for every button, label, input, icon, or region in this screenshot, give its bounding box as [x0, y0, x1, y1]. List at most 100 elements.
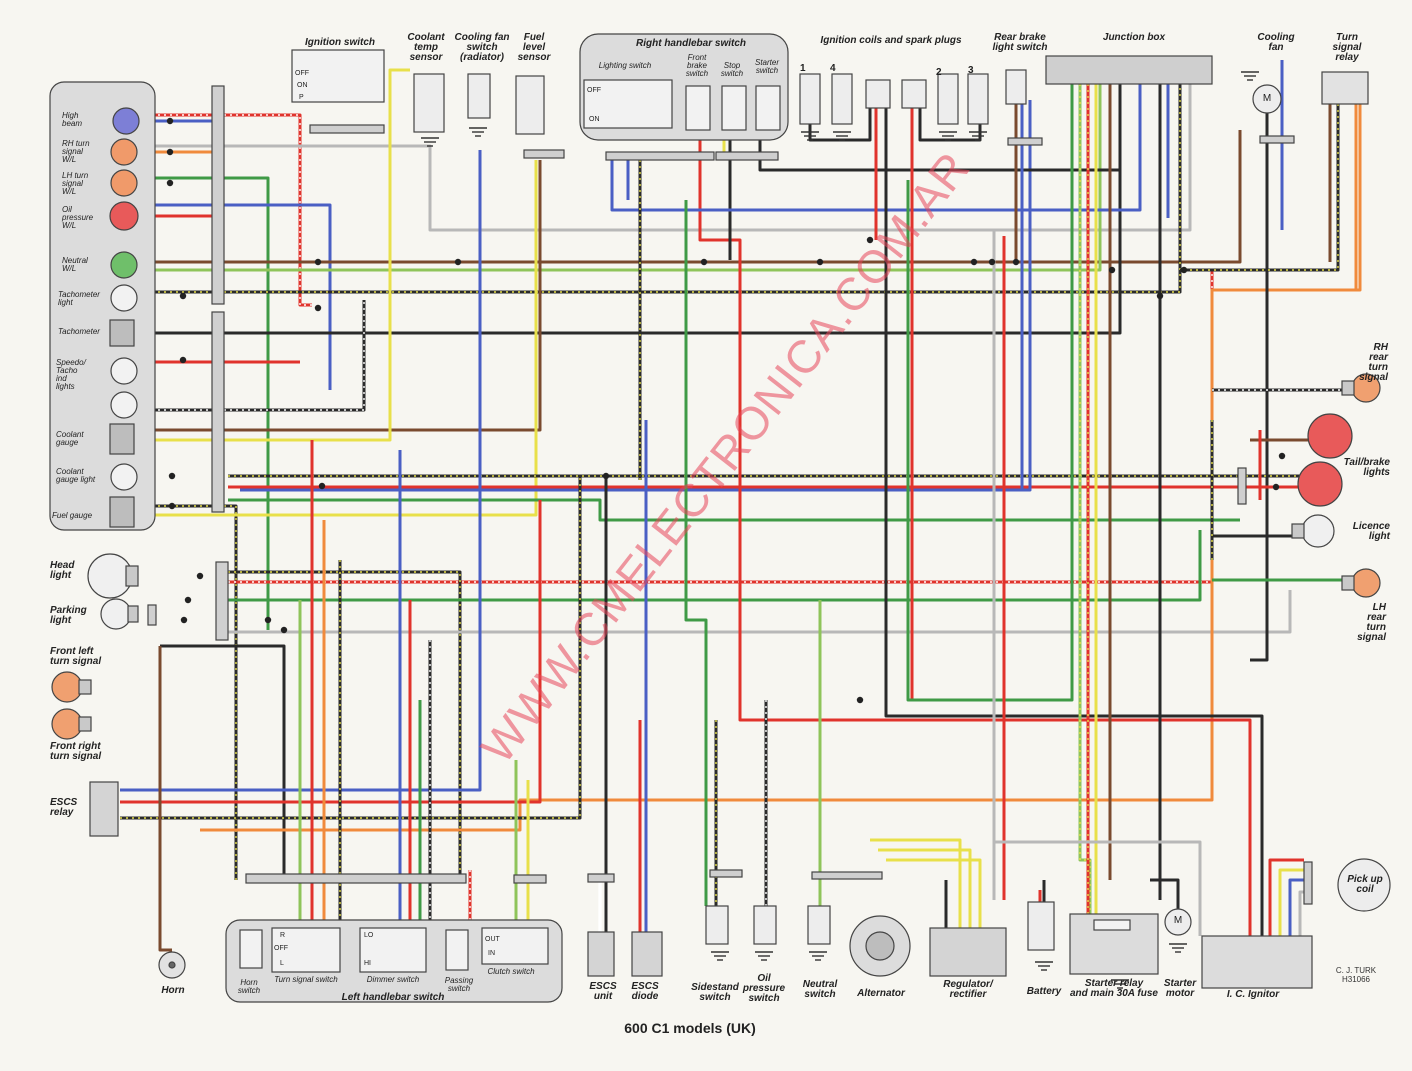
coolant-gauge-unit	[109, 423, 135, 455]
neutral-connector	[811, 871, 883, 880]
wire-grey-3	[140, 72, 1192, 232]
label-dim-lo: LO	[364, 932, 374, 939]
wire-black-42	[884, 108, 1264, 936]
wire-yellow-89	[886, 858, 982, 928]
label-ign-p: P	[299, 94, 304, 101]
junction-dot	[856, 696, 864, 704]
artist-credit: C. J. TURK H31066	[1335, 966, 1377, 984]
ignition-coil-2	[937, 73, 959, 125]
junction-dot	[1180, 266, 1188, 274]
coolant-temp-sensor-body	[413, 73, 445, 133]
wire-orange-27	[200, 104, 1362, 832]
horn-center	[168, 961, 176, 969]
label-alternator: Alternator	[857, 988, 905, 999]
licence-light-bulb	[1301, 514, 1335, 548]
junction-dot	[179, 292, 187, 300]
licence-light-cap	[1291, 523, 1305, 539]
wire-black-56	[1180, 104, 1340, 272]
label-escs-diode: ESCS diode	[631, 981, 659, 1002]
wire-tracer-white-1	[140, 114, 312, 306]
escs-unit-body	[587, 931, 615, 977]
wire-brown-8	[140, 130, 1242, 264]
label-left-handlebar-switch: Left handlebar switch	[341, 992, 445, 1003]
junction-dot	[179, 356, 187, 364]
label-dim-hi: HI	[364, 960, 371, 967]
junction-dot	[314, 304, 322, 312]
wire-grey-94	[994, 840, 1202, 936]
front-right-turn-cap	[78, 716, 92, 732]
label-coil-1: 1	[800, 63, 806, 74]
dimmer-switch-box	[359, 927, 427, 973]
speedo-light-bulb-2	[110, 391, 138, 419]
ignition-coil-3	[967, 73, 989, 125]
cooling-fan-switch-body	[467, 73, 491, 119]
label-rh-rear-turn: RH rear turn signal	[1359, 342, 1388, 383]
sidestand-switch-body	[705, 905, 729, 945]
junction-dot	[970, 258, 978, 266]
wire-grey-98	[1298, 890, 1304, 936]
label-turn-r: R	[280, 932, 286, 939]
label-clutch-switch: Clutch switch	[487, 967, 535, 976]
junction-dot	[184, 596, 192, 604]
starter-motor-body	[1164, 908, 1192, 936]
escs-relay-box	[89, 781, 119, 837]
wire-brown-67	[158, 646, 172, 952]
label-high-beam: High beam	[62, 111, 83, 128]
escs-diode-body	[631, 931, 663, 977]
cooling-fan-connector	[1259, 135, 1295, 144]
ignition-coil-connector-b	[901, 79, 927, 109]
junction-dot	[280, 626, 288, 634]
right-switch-connector-2	[715, 151, 779, 161]
wire-brown-14	[140, 160, 542, 432]
parking-light-bulb	[100, 598, 132, 630]
ignition-coil-4	[831, 73, 853, 125]
fuel-level-connector	[523, 149, 565, 159]
junction-dot	[1278, 452, 1286, 460]
wire-red-31	[698, 130, 1252, 940]
wire-green-84	[684, 200, 708, 906]
label-head-light: Head light	[50, 560, 75, 581]
headlight-connector	[215, 561, 229, 641]
label-parking-light: Parking light	[50, 605, 87, 626]
lh-rear-turn-cap	[1341, 575, 1355, 591]
label-coil-3: 3	[968, 65, 974, 76]
junction-dot	[1272, 483, 1280, 491]
wire-layer	[120, 60, 1362, 970]
turn-signal-relay-body	[1321, 71, 1369, 105]
label-regulator-rectifier: Regulator/ rectifier	[943, 979, 993, 1000]
wire-red-29	[120, 500, 542, 804]
junction-dot	[180, 616, 188, 624]
wire-red-1	[140, 113, 312, 307]
ic-ignitor-body	[1201, 935, 1313, 989]
label-tachometer: Tachometer	[58, 327, 100, 336]
label-coolant-temp-sensor: Coolant temp sensor	[407, 32, 445, 63]
clutch-switch-box	[481, 927, 549, 965]
wire-green-46	[906, 84, 1074, 702]
wire-black-93	[1150, 878, 1180, 909]
junction-dot	[602, 472, 610, 480]
label-fuel-level-sensor: Fuel level sensor	[517, 32, 551, 63]
junction-dot	[166, 179, 174, 187]
tail-brake-bulb-lower	[1297, 461, 1343, 507]
label-neutral-wl: Neutral W/L	[62, 256, 88, 273]
passing-switch-box	[445, 929, 469, 971]
label-front-right-turn: Front right turn signal	[50, 741, 102, 762]
ignition-switch-box	[291, 49, 385, 103]
lh-turn-wl-bulb	[110, 169, 138, 197]
wire-tracer-yellow-45	[1079, 84, 1091, 914]
wire-red-96	[1268, 858, 1304, 936]
junction-dot	[700, 258, 708, 266]
horn-switch-box	[239, 929, 263, 969]
wire-black-54	[1250, 113, 1269, 662]
wire-tracer-white-13	[140, 300, 365, 411]
label-turn-l: L	[280, 960, 284, 967]
wire-yellow-15	[140, 68, 410, 442]
label-licence-light: Licence light	[1352, 521, 1390, 542]
label-coil-2: 2	[936, 67, 942, 78]
pickup-connector	[1303, 861, 1313, 905]
starter-relay-fuse	[1093, 919, 1131, 931]
parking-connector	[147, 604, 157, 626]
neutral-switch-body	[807, 905, 831, 945]
label-junction-box: Junction box	[1102, 32, 1166, 43]
